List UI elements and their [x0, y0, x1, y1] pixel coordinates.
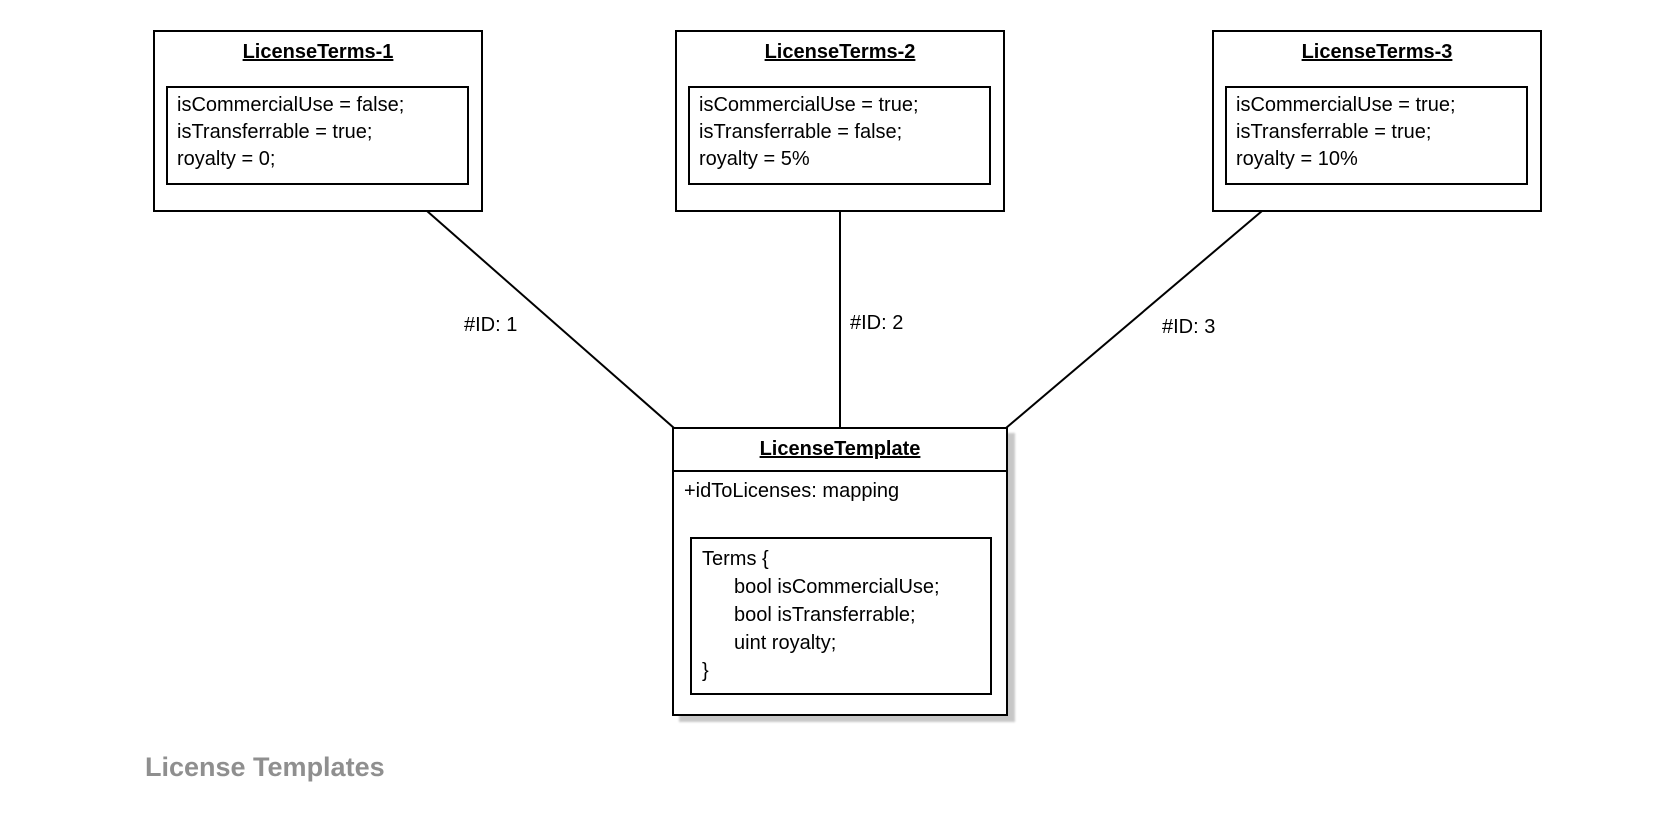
properties-box: isCommercialUse = true; isTransferrable …: [688, 86, 991, 185]
diagram-caption: License Templates: [145, 752, 385, 782]
node-title: LicenseTerms-1: [242, 41, 394, 63]
edge-line-terms1-template: [426, 210, 675, 429]
node-license-terms-1: LicenseTerms-1 isCommercialUse = false; …: [153, 30, 483, 212]
struct-line-open: Terms {: [702, 548, 769, 570]
template-title-bar: LicenseTemplate: [674, 429, 1006, 472]
edge-label-id-1: #ID: 1: [462, 314, 520, 337]
property-line: isTransferrable = true;: [177, 121, 373, 143]
edge-line-terms3-template: [1005, 210, 1263, 429]
template-struct-box: Terms { bool isCommercialUse; bool isTra…: [690, 537, 992, 695]
property-line: isCommercialUse = false;: [177, 94, 405, 116]
edge-label-id-3: #ID: 3: [1160, 316, 1218, 339]
properties-box: isCommercialUse = true; isTransferrable …: [1225, 86, 1528, 185]
property-line: royalty = 0;: [177, 148, 276, 170]
struct-line-field: bool isCommercialUse;: [734, 576, 940, 598]
struct-line-field: bool isTransferrable;: [734, 604, 916, 626]
properties-box: isCommercialUse = false; isTransferrable…: [166, 86, 469, 185]
node-license-terms-3: LicenseTerms-3 isCommercialUse = true; i…: [1212, 30, 1542, 212]
property-line: isCommercialUse = true;: [699, 94, 919, 116]
node-title: LicenseTerms-3: [1301, 41, 1453, 63]
node-license-terms-2: LicenseTerms-2 isCommercialUse = true; i…: [675, 30, 1005, 212]
property-line: royalty = 5%: [699, 148, 810, 170]
node-title: LicenseTemplate: [759, 438, 921, 460]
node-license-template: LicenseTemplate +idToLicenses: mapping T…: [672, 427, 1008, 716]
property-line: isTransferrable = false;: [699, 121, 903, 143]
property-line: isCommercialUse = true;: [1236, 94, 1456, 116]
node-title: LicenseTerms-2: [764, 41, 916, 63]
edge-label-id-2: #ID: 2: [848, 312, 906, 335]
struct-line-field: uint royalty;: [734, 632, 837, 654]
property-line: isTransferrable = true;: [1236, 121, 1432, 143]
property-line: royalty = 10%: [1236, 148, 1358, 170]
struct-line-close: }: [702, 660, 709, 682]
template-attribute: +idToLicenses: mapping: [684, 480, 900, 502]
